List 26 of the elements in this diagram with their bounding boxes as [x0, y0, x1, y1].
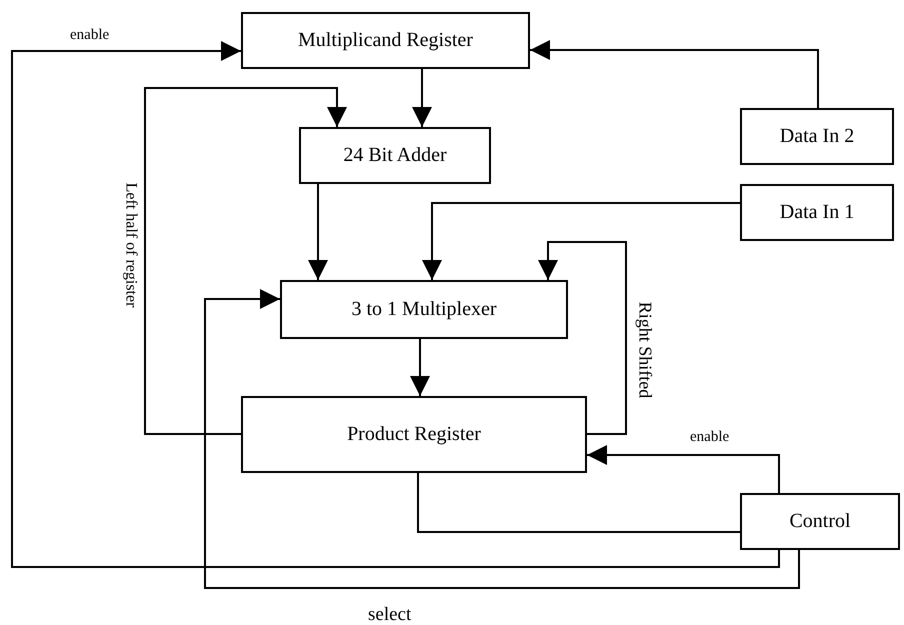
box-label: 3 to 1 Multiplexer	[352, 298, 496, 321]
process-box	[241, 12, 530, 69]
process-box	[740, 108, 894, 165]
box-label: Data In 2	[780, 125, 854, 148]
process-box	[740, 184, 894, 241]
arrow	[412, 69, 432, 127]
edge-label: Right Shifted	[636, 302, 654, 398]
process-box	[241, 396, 587, 473]
arrow	[587, 445, 780, 493]
arrow	[204, 289, 800, 589]
process-box	[280, 280, 568, 339]
arrow	[422, 202, 740, 280]
edge-label: Left half of register	[122, 182, 138, 308]
arrow	[144, 87, 347, 435]
box-label: Control	[789, 510, 851, 533]
process-box	[299, 127, 491, 184]
arrow	[11, 41, 780, 568]
arrow	[538, 241, 627, 435]
arrow	[308, 184, 328, 280]
process-box	[740, 493, 900, 550]
box-label: 24 Bit Adder	[343, 144, 447, 167]
arrow	[410, 339, 430, 396]
box-label: Product Register	[347, 423, 481, 446]
arrow	[530, 40, 819, 108]
box-label: Data In 1	[780, 201, 854, 224]
box-label: Multiplicand Register	[298, 29, 473, 52]
